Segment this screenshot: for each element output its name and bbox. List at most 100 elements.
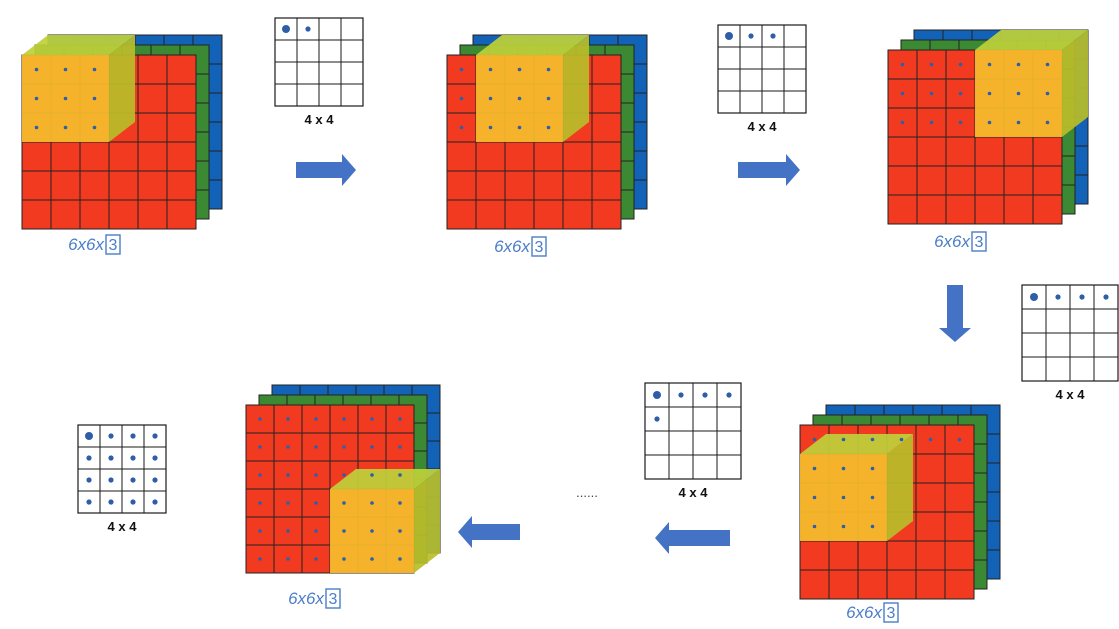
- dot: [258, 473, 262, 477]
- dot: [1046, 121, 1050, 125]
- output-grid-step-final: 4 x 4: [78, 425, 166, 534]
- output-dot: [1055, 294, 1060, 299]
- dot: [398, 473, 402, 477]
- dot: [93, 68, 97, 72]
- dot: [518, 126, 522, 130]
- output-dot: [1103, 294, 1108, 299]
- dot: [871, 496, 875, 500]
- dot: [1017, 92, 1021, 96]
- dot: [258, 417, 262, 421]
- filter-cube: [22, 35, 135, 142]
- ellipsis: ......: [576, 485, 598, 500]
- output-dot: [108, 499, 113, 504]
- dot: [314, 445, 318, 449]
- dot: [460, 97, 464, 101]
- filter-cube: [330, 469, 440, 573]
- dot: [518, 68, 522, 72]
- output-grid-step-3: 4 x 4: [1022, 285, 1118, 402]
- output-dot: [108, 455, 113, 460]
- output-dot: [152, 433, 157, 438]
- dot: [314, 473, 318, 477]
- output-grid-step-1: 4 x 4: [275, 18, 363, 127]
- output-dot: [130, 433, 135, 438]
- dot: [64, 68, 68, 72]
- output-grid-step-2: 4 x 4: [718, 25, 806, 134]
- dot: [547, 126, 551, 130]
- arrow-right-1: [296, 154, 356, 186]
- output-dot: [282, 25, 290, 33]
- dot: [35, 97, 39, 101]
- dot: [901, 92, 905, 96]
- output-dot: [305, 26, 310, 31]
- dot: [460, 126, 464, 130]
- dot: [35, 126, 39, 130]
- dot: [930, 121, 934, 125]
- output-dot: [130, 455, 135, 460]
- output-dot: [1079, 294, 1084, 299]
- dimension-label-channels: 3: [975, 234, 984, 251]
- dot: [35, 68, 39, 72]
- dot: [286, 501, 290, 505]
- dot: [93, 126, 97, 130]
- dot: [813, 438, 817, 442]
- output-grid-label: 4 x 4: [748, 119, 778, 134]
- dot: [370, 445, 374, 449]
- dot: [342, 529, 346, 533]
- output-dot: [726, 392, 731, 397]
- output-dot: [653, 391, 661, 399]
- dot: [398, 445, 402, 449]
- dot: [370, 557, 374, 561]
- arrow-left-1: [655, 522, 730, 554]
- output-dot: [748, 33, 753, 38]
- output-dot: [1030, 293, 1038, 301]
- input-volume-step-final: [246, 385, 440, 573]
- dot: [813, 467, 817, 471]
- dot: [314, 417, 318, 421]
- dot: [930, 63, 934, 67]
- output-dot: [86, 477, 91, 482]
- output-dot: [152, 499, 157, 504]
- dot: [314, 557, 318, 561]
- dot: [489, 68, 493, 72]
- dimension-label-prefix: 6x6x: [68, 235, 104, 254]
- dimension-label-prefix: 6x6x: [846, 603, 882, 622]
- dimension-label-channels: 3: [535, 239, 544, 256]
- dot: [959, 92, 963, 96]
- output-dot: [86, 499, 91, 504]
- dot: [959, 63, 963, 67]
- dot: [988, 63, 992, 67]
- dot: [1046, 63, 1050, 67]
- filter-cube: [975, 30, 1088, 137]
- dot: [93, 97, 97, 101]
- dot: [342, 473, 346, 477]
- arrow-down: [939, 285, 971, 342]
- dot: [842, 496, 846, 500]
- dot: [258, 501, 262, 505]
- dot: [813, 496, 817, 500]
- dot: [398, 501, 402, 505]
- dot: [342, 417, 346, 421]
- dot: [547, 97, 551, 101]
- dot: [900, 438, 904, 442]
- output-dot: [130, 499, 135, 504]
- dot: [460, 68, 464, 72]
- dot: [314, 529, 318, 533]
- dot: [988, 92, 992, 96]
- dot: [258, 557, 262, 561]
- filter-cube: [800, 434, 913, 541]
- filter-cube: [476, 35, 589, 142]
- output-dot: [152, 455, 157, 460]
- dot: [1046, 92, 1050, 96]
- dot: [871, 438, 875, 442]
- dot: [930, 92, 934, 96]
- dot: [842, 438, 846, 442]
- output-grid-label: 4 x 4: [679, 485, 709, 500]
- dot: [342, 501, 346, 505]
- dot: [286, 529, 290, 533]
- dot: [398, 529, 402, 533]
- dot: [1017, 121, 1021, 125]
